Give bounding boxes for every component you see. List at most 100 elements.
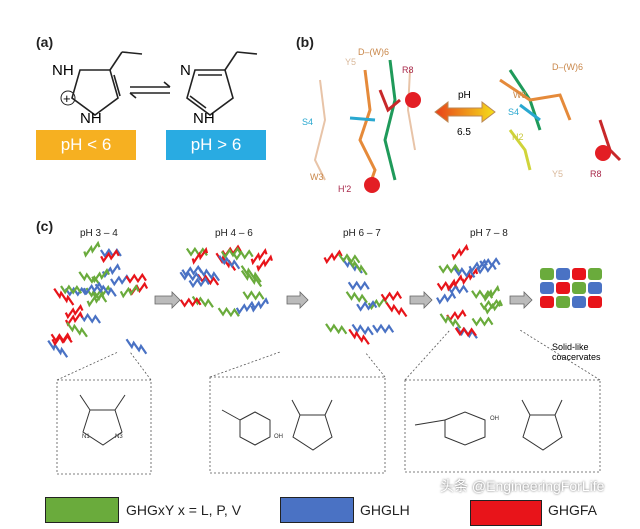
peptide-strand <box>78 312 102 324</box>
label-y5-right: Y5 <box>552 169 563 179</box>
peptide-strand <box>218 255 241 270</box>
stage-arrow-3 <box>409 291 433 309</box>
peptide-strand <box>119 284 140 299</box>
acid-ph-box: pH < 6 <box>36 130 136 160</box>
peptide-strand <box>185 246 208 258</box>
peptide-strand <box>346 257 368 276</box>
peptide-strand <box>482 284 500 303</box>
coacervate-block <box>556 282 570 294</box>
coacervate-block <box>572 296 586 308</box>
zoom-box-2 <box>209 376 386 474</box>
peptide-strand <box>191 246 209 265</box>
peptide-strand <box>356 300 378 312</box>
imidazole-equilibrium-diagram: NH NH + N NH <box>52 51 258 127</box>
peptide-strand <box>197 267 221 282</box>
atom-n-top: N <box>180 62 191 79</box>
peptide-strand <box>348 328 370 345</box>
stage-arrow-4 <box>509 291 533 309</box>
legend-label-blue: GHGLH <box>360 502 410 518</box>
positive-charge-icon <box>595 145 611 161</box>
peptide-strand <box>345 291 368 304</box>
coacervate-block <box>540 282 554 294</box>
peptide-strand <box>85 287 108 303</box>
legend-label-red: GHGFA <box>548 502 598 518</box>
legend-label-green: GHGxY x = L, P, V <box>126 502 242 518</box>
coacervate-block <box>540 296 554 308</box>
atom-plus: + <box>63 91 71 106</box>
peptide-strand <box>461 267 479 286</box>
peptide-strand <box>91 268 110 284</box>
positive-charge-icon <box>364 177 380 193</box>
label-r8: R8 <box>402 65 414 75</box>
stage-label-3: pH 6 – 7 <box>343 228 381 239</box>
base-ph-box: pH > 6 <box>166 130 266 160</box>
peptide-strand <box>438 263 461 274</box>
label-h2-prime: H'2 <box>338 184 351 194</box>
peptide-strand <box>479 298 501 311</box>
coacervate-block <box>540 268 554 280</box>
arrow-label-value: 6.5 <box>457 127 471 138</box>
peptide-strand <box>385 302 408 318</box>
peptide-strand <box>94 283 117 297</box>
atom-oh-2: OH <box>490 416 499 422</box>
peptide-strand <box>188 276 210 289</box>
peptide-strand <box>217 306 240 318</box>
peptide-strand <box>479 257 501 269</box>
peptide-strand <box>484 299 503 315</box>
watermark: 头条 @EngineeringForLife <box>440 478 605 494</box>
final-state-label: Solid-like coacervates <box>552 342 601 362</box>
peptide-strand <box>179 270 202 282</box>
peptide-strand <box>191 295 214 308</box>
peptide-strand <box>83 240 101 258</box>
atom-oh: OH <box>274 434 283 440</box>
peptide-structure-diagram: pH 6.5 Y5 D–(W)6 R8 S4 W3 H'2 D–(W)6 W3 … <box>302 47 622 194</box>
coacervate-block <box>588 282 602 294</box>
peptide-strand <box>240 265 262 283</box>
stage-label-4: pH 7 – 8 <box>470 228 508 239</box>
peptide-strand <box>64 286 87 297</box>
legend-swatch-red <box>470 500 542 526</box>
label-s4-right: S4 <box>508 107 519 117</box>
label-r8-right: R8 <box>590 169 602 179</box>
peptide-strand <box>240 269 263 288</box>
coacervate-block <box>572 282 586 294</box>
peptide-strand <box>125 272 147 284</box>
aggregation-diagram: N1 N3 OH OH <box>47 240 602 475</box>
peptide-strand <box>454 326 477 338</box>
peptide-strand <box>380 290 403 302</box>
peptide-strand <box>232 249 254 261</box>
peptide-strand <box>471 316 494 327</box>
label-h2-right: H2 <box>512 132 524 142</box>
zoom-box-1 <box>56 379 152 475</box>
positive-charge-icon <box>60 90 76 106</box>
label-y5: Y5 <box>345 57 356 67</box>
peptide-strand <box>468 258 488 274</box>
peptide-strand <box>181 264 203 278</box>
peptide-strand <box>53 287 75 306</box>
peptide-strand <box>250 297 270 313</box>
label-dw6: D–(W)6 <box>358 47 389 57</box>
stage-label-1: pH 3 – 4 <box>80 228 118 239</box>
peptide-strand <box>82 281 103 296</box>
peptide-strand <box>99 248 122 258</box>
peptide-strand <box>47 339 69 358</box>
stage-arrow-2 <box>286 291 309 309</box>
peptide-strand <box>60 284 83 295</box>
peptide-strand <box>347 280 370 291</box>
peptide-strand <box>92 284 112 300</box>
peptide-strand <box>446 284 469 295</box>
stage-label-2: pH 4 – 6 <box>215 228 253 239</box>
peptide-strand <box>196 273 220 286</box>
peptide-strand <box>256 254 273 272</box>
peptide-strand <box>325 323 348 335</box>
atom-nh-bottom: NH <box>80 110 102 127</box>
arrow-label-ph: pH <box>458 90 471 101</box>
peptide-strand <box>179 297 202 308</box>
ph-double-arrow <box>434 100 496 124</box>
peptide-strand <box>451 243 469 261</box>
panel-a-label: (a) <box>36 34 54 50</box>
atom-nh-bottom-neutral: NH <box>193 110 215 127</box>
peptide-strand <box>372 323 395 334</box>
atom-nh-top: NH <box>52 62 74 79</box>
panel-c-label: (c) <box>36 218 54 234</box>
